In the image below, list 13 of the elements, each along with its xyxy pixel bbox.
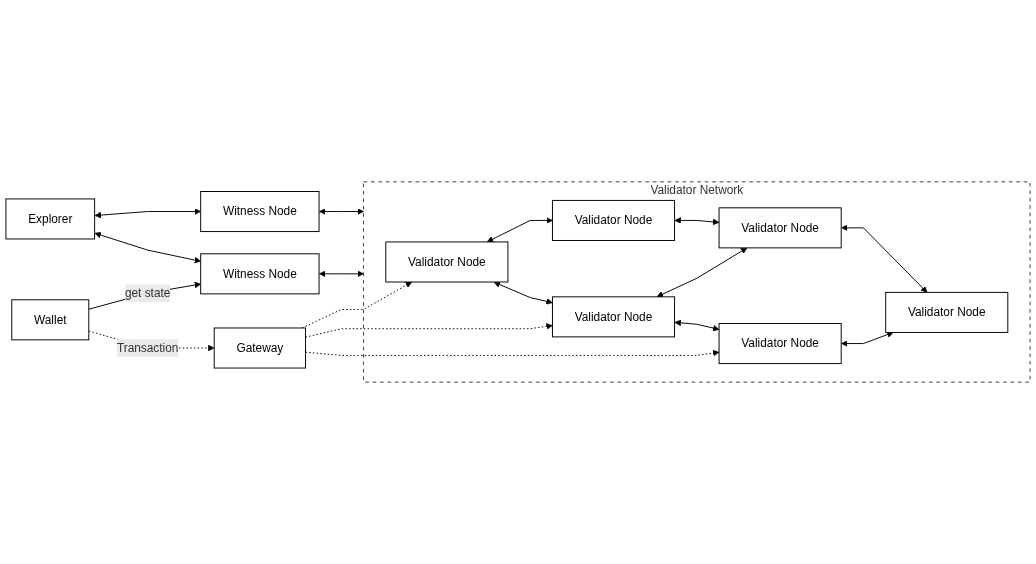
node-box: Validator Node xyxy=(551,296,676,338)
edge-label: Transaction xyxy=(116,341,179,354)
edge-label: get state xyxy=(124,286,171,300)
node-box: Validator Node xyxy=(551,199,676,241)
node-box: Validator Node xyxy=(885,291,1009,333)
node-box: Witness Node xyxy=(200,191,320,233)
node-box: Witness Node xyxy=(200,253,320,295)
node-box: Wallet xyxy=(11,299,90,341)
node-box: Validator Node xyxy=(718,323,842,365)
node-box: Gateway xyxy=(213,327,307,369)
node-box: Validator Node xyxy=(718,207,842,249)
node-box: Explorer xyxy=(5,198,96,240)
node-box: Validator Node xyxy=(385,241,509,283)
